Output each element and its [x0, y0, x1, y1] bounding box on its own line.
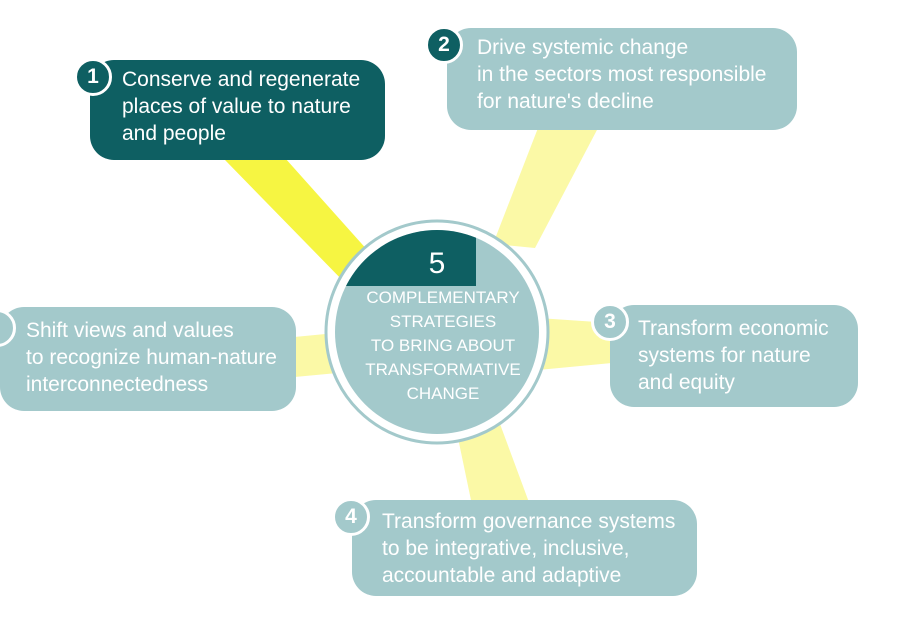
strategy-3-box: Transform economic systems for nature an… — [610, 305, 858, 407]
strategy-2-box: Drive systemic change in the sectors mos… — [447, 28, 797, 130]
strategy-5-text: Shift views and values to recognize huma… — [26, 319, 277, 396]
strategy-2-text: Drive systemic change in the sectors mos… — [477, 36, 767, 113]
strategy-3-badge: 3 — [591, 303, 629, 341]
spoke-4 — [458, 424, 530, 505]
strategy-1-badge: 1 — [74, 58, 112, 96]
strategy-5-box: Shift views and values to recognize huma… — [0, 307, 296, 411]
center-number: 5 — [428, 247, 446, 280]
strategy-1-text: Conserve and regenerate places of value … — [122, 68, 361, 145]
strategy-4-badge: 4 — [332, 498, 370, 536]
center-title: COMPLEMENTARY STRATEGIES TO BRING ABOUT … — [365, 288, 521, 403]
strategy-3-text: Transform economic systems for nature an… — [638, 317, 829, 394]
strategy-1-box: Conserve and regenerate places of value … — [90, 60, 385, 160]
strategy-4-box: Transform governance systems to be integ… — [352, 500, 697, 596]
spoke-2 — [493, 128, 598, 248]
strategy-2-badge: 2 — [425, 26, 463, 64]
strategy-4-text: Transform governance systems to be integ… — [382, 510, 676, 587]
spoke-1-highlight — [225, 158, 378, 286]
